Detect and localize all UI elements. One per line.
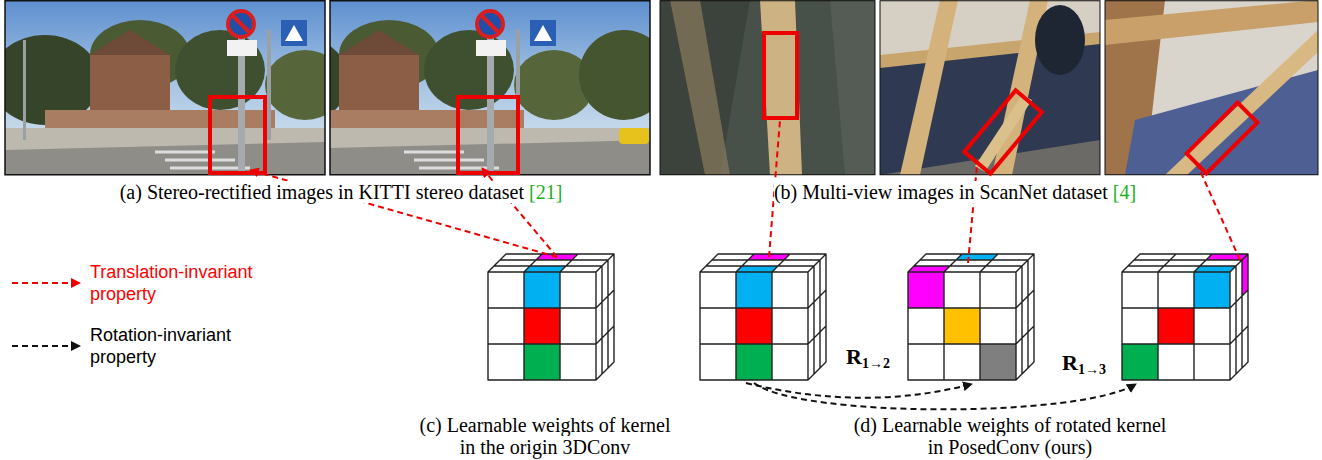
photo-border: [1105, 1, 1318, 175]
cube-grid: [488, 254, 614, 380]
caption-text: (b) Multi-view images in ScanNet dataset: [774, 181, 1108, 203]
rotation-links: [746, 383, 1136, 409]
dashed-curve: [746, 383, 972, 398]
kernel-cube: [908, 254, 1034, 380]
cube-faces: [908, 254, 1034, 380]
citation: [4]: [1113, 181, 1136, 203]
blurred-beam: [670, 0, 730, 175]
photo-content: [239, 0, 669, 175]
cube-grid: [700, 254, 826, 380]
subfigure-caption: (d) Learnable weights of rotated kernel …: [849, 414, 1171, 458]
photo-border: [880, 1, 1100, 175]
cube-faces: [488, 254, 614, 380]
legend-samples: [12, 283, 80, 346]
cell: [1242, 254, 1248, 296]
cell: [908, 266, 950, 272]
cell: [980, 344, 1016, 380]
rotation-label: R1→3: [1062, 350, 1106, 378]
floor: [830, 0, 875, 175]
legend-sample: [12, 282, 80, 284]
legend-text: Rotation-invariant property: [90, 325, 231, 367]
legend-sample: [12, 345, 80, 347]
highlight-box: [1187, 103, 1258, 174]
photo: [660, 0, 875, 175]
cube-grid: [1122, 254, 1248, 380]
photo: [1105, 0, 1318, 175]
wall: [1105, 0, 1318, 175]
photo: [880, 0, 1100, 175]
bed-beam: [1105, 0, 1318, 45]
photo-border: [5, 1, 325, 175]
dashed-line: [1198, 166, 1240, 260]
ladder-rung: [1165, 30, 1318, 175]
rotation-symbol: R: [1062, 350, 1078, 375]
highlight-box: [964, 90, 1041, 173]
shadow: [660, 0, 750, 175]
highlight-box: [210, 97, 265, 173]
floor: [880, 0, 1100, 175]
cube-faces: [700, 254, 826, 380]
photo-border: [330, 1, 650, 175]
dashed-curve: [754, 383, 1136, 409]
rotation-label: R1→2: [846, 344, 890, 372]
cell: [1158, 308, 1194, 344]
dashed-line: [968, 165, 977, 263]
backpack: [1035, 5, 1085, 75]
kernel-cells: [524, 254, 578, 380]
caption-text: (a) Stereo-rectified images in KITTI ste…: [120, 181, 524, 203]
subfigure-caption: (b) Multi-view images in ScanNet dataset…: [774, 181, 1136, 203]
cell: [1206, 254, 1248, 260]
subfigure-caption: (a) Stereo-rectified images in KITTI ste…: [120, 181, 563, 203]
cell: [1194, 266, 1236, 272]
cell: [1122, 344, 1158, 380]
kernel-cube: [1122, 254, 1248, 380]
caption-text: (c) Learnable weights of kernel in the o…: [420, 414, 671, 458]
rotation-symbol: R: [846, 344, 862, 369]
kernel-cube: [488, 254, 614, 380]
kernel-cells: [736, 254, 790, 380]
cell: [1194, 272, 1230, 308]
cell: [908, 272, 944, 308]
kernel-cube: [700, 254, 826, 380]
cell: [944, 308, 980, 344]
legend-text: Translation-invariant property: [90, 262, 252, 304]
photo: [239, 0, 669, 175]
rotation-subscript: 1→3: [1078, 362, 1106, 377]
highlight-box: [458, 97, 518, 173]
caption-text: (d) Learnable weights of rotated kernel …: [854, 414, 1167, 458]
carpet: [660, 0, 875, 175]
cube-faces: [1122, 254, 1248, 380]
cell: [956, 254, 998, 260]
legend-entry: Rotation-invariant property: [90, 324, 270, 368]
cube-grid: [908, 254, 1034, 380]
ladder-rail: [760, 0, 802, 175]
rotation-subscript: 1→2: [862, 356, 890, 371]
photo-border: [660, 1, 875, 175]
subfigure-caption: (c) Learnable weights of kernel in the o…: [414, 414, 676, 458]
citation: [21]: [529, 181, 562, 203]
legend-entry: Translation-invariant property: [90, 261, 270, 305]
highlight-boxes: [210, 33, 1257, 174]
highlight-box: [764, 33, 797, 118]
ladder-rail: [900, 0, 958, 175]
